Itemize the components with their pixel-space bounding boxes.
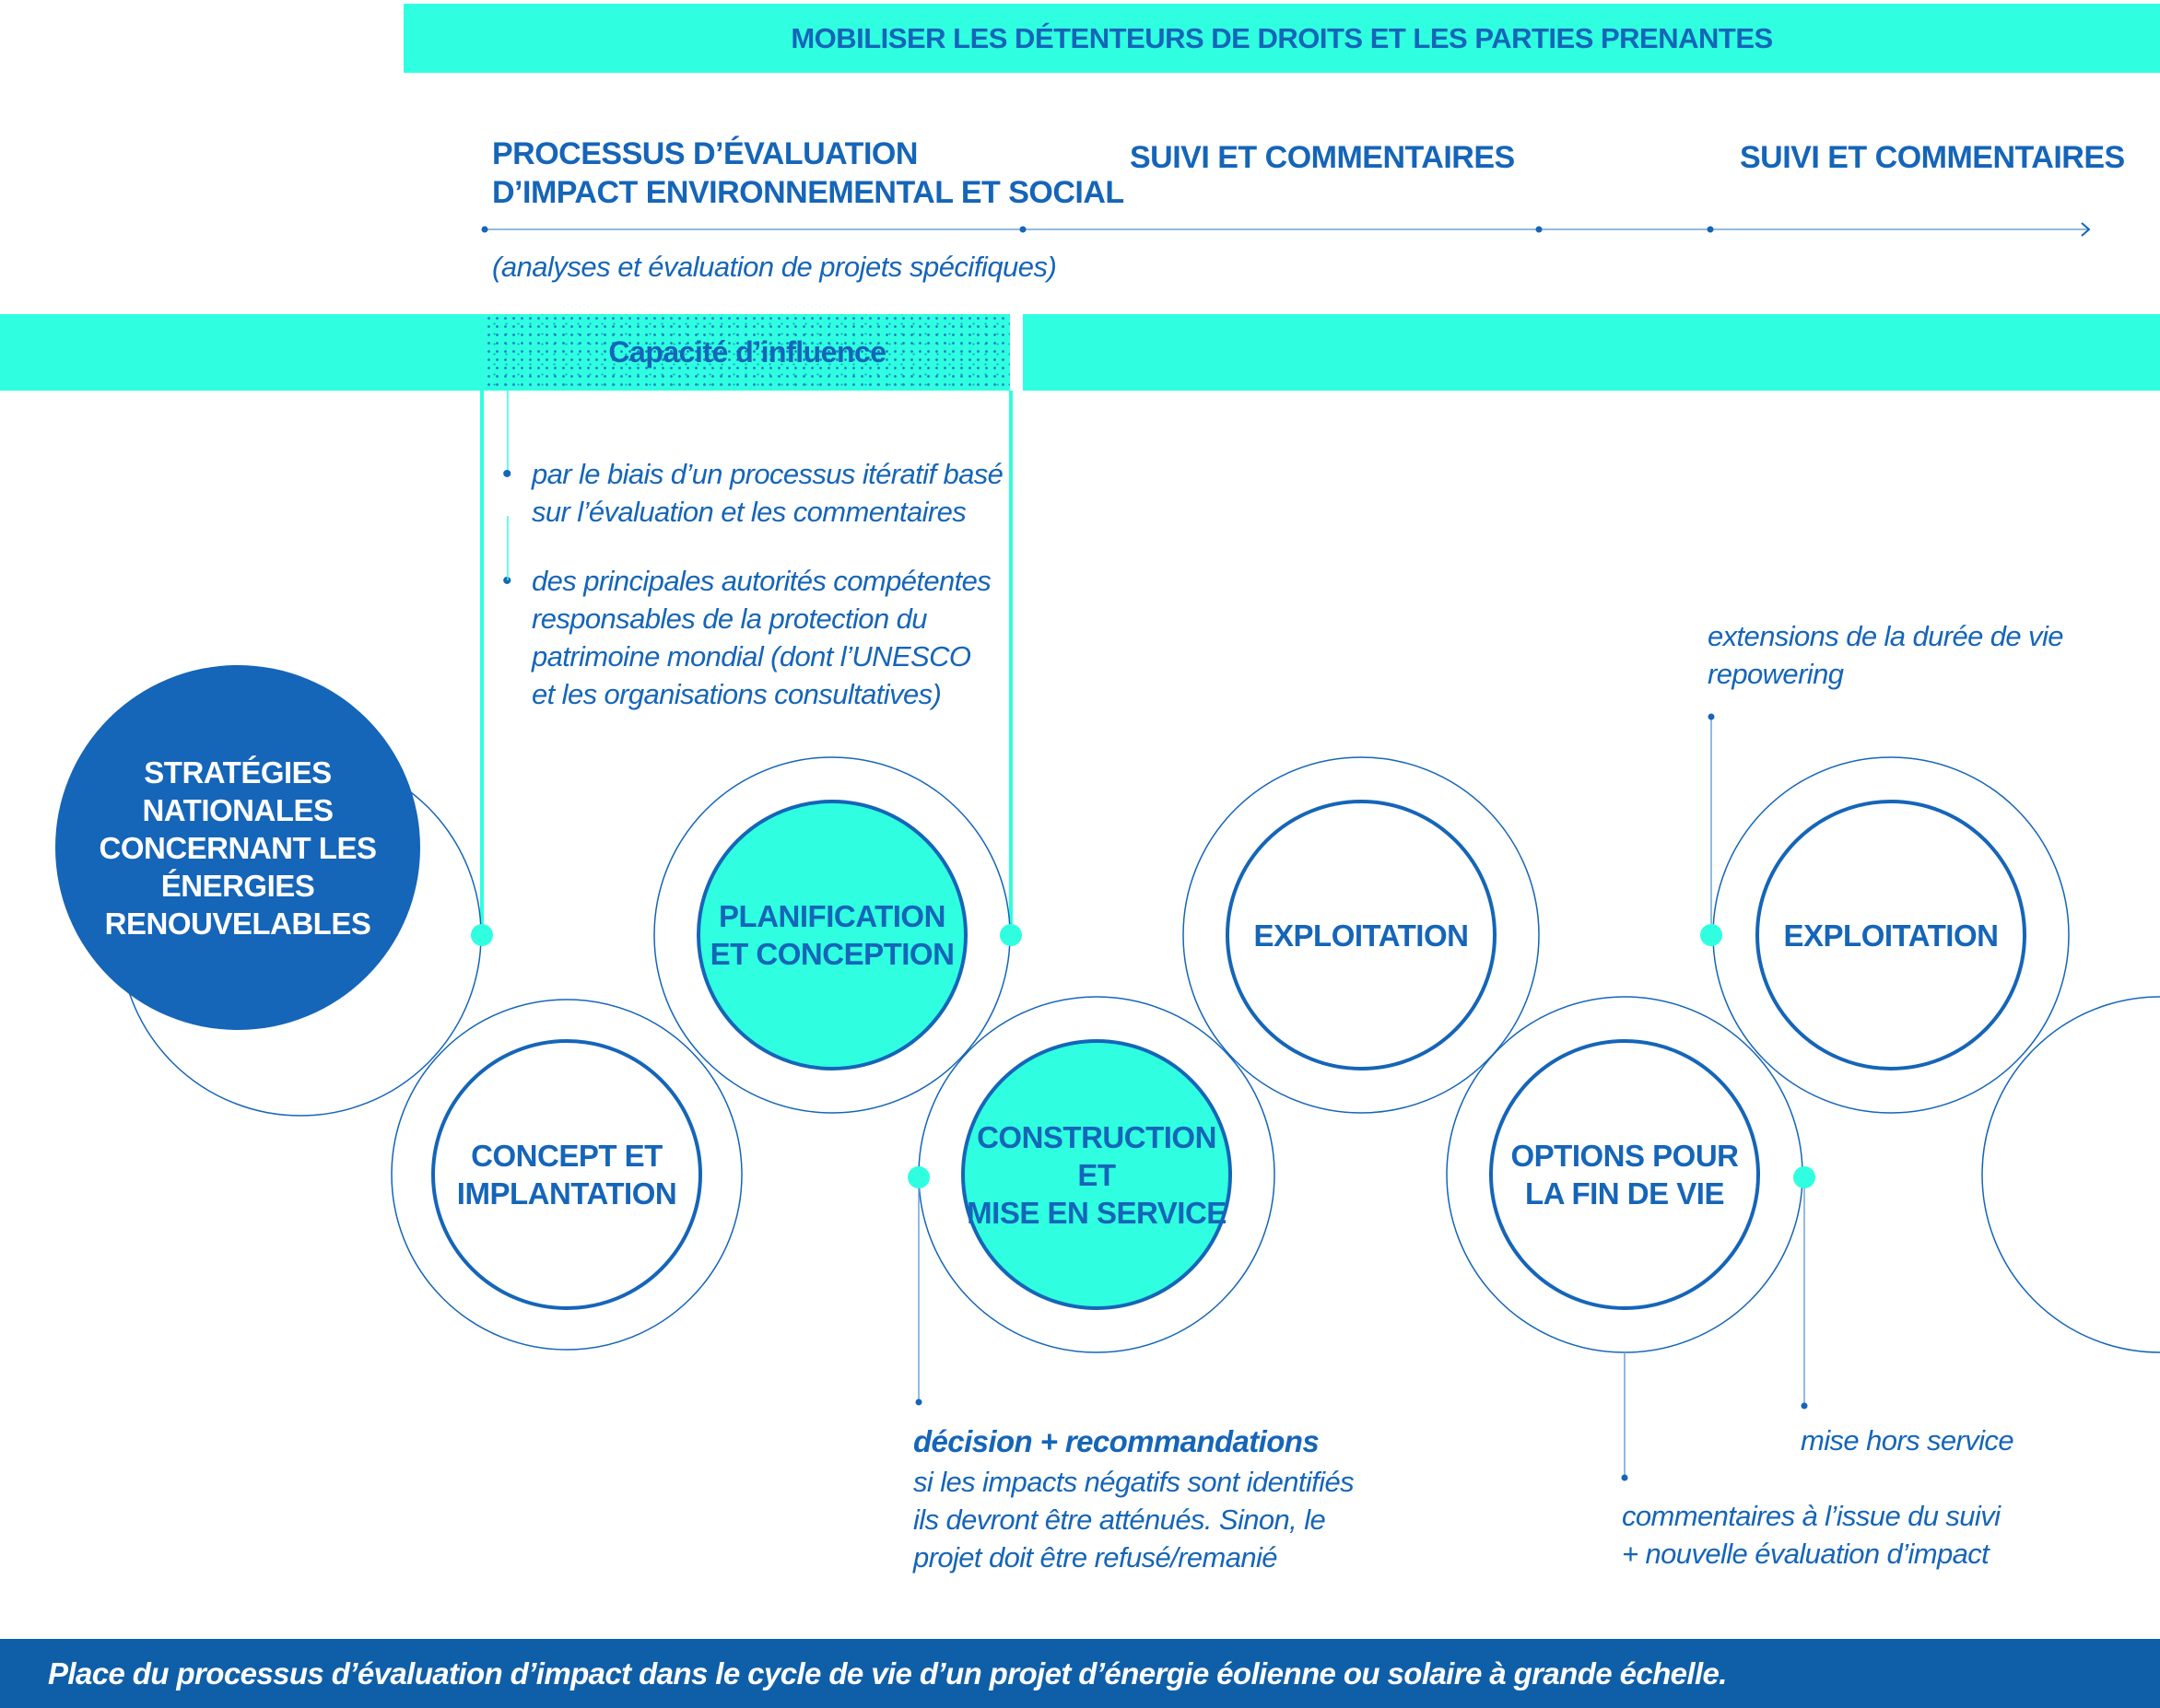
influence-note-text: des principales autorités compétentes re… [532,565,992,710]
connector-dot [1793,1166,1815,1188]
strategies-circle [55,665,420,1030]
process-subtitle: (analyses et évaluation de projets spéci… [492,251,1057,283]
bullet-icon: • [502,459,512,489]
caption-text: Place du processus d’évaluation d’impact… [48,1655,1727,1690]
decision-title: décision + recommandations [913,1424,1320,1458]
caption-bar: Place du processus d’évaluation d’impact… [0,1639,2160,1708]
operation-2-circle [1755,800,2026,1070]
concept-label: CONCEPT ET IMPLANTATION [456,1139,677,1211]
operation-2-label-box: EXPLOITATION [1757,801,2025,1069]
construction-label-box: CONSTRUCTION ET MISE EN SERVICE [963,1041,1230,1308]
decision-body: si les impacts négatifs sont identifiés … [913,1466,1355,1573]
operation-1-label-box: EXPLOITATION [1227,801,1495,1069]
concept-outer-ring [391,999,743,1351]
operation-2-label: EXPLOITATION [1783,918,1999,953]
concept-label-box: CONCEPT ET IMPLANTATION [433,1041,700,1308]
strategies-label-box: STRATÉGIES NATIONALES CONCERNANT LES ÉNE… [55,665,420,1030]
timeline-dot [1019,226,1027,233]
connector-dot [908,1166,930,1188]
decommissioning-note: mise hors service [1801,1424,2014,1456]
timeline-dot [1707,226,1714,233]
follow-up-label-1: SUIVI ET COMMENTAIRES [1130,140,1515,175]
end-of-life-circle [1489,1039,1760,1310]
influence-stippled-box [485,314,1010,391]
influence-note-1: • par le biais d’un processus itératif b… [502,455,1018,531]
process-title: PROCESSUS D’ÉVALUATION D’IMPACT ENVIRONN… [492,136,1124,210]
feedback-note: commentaires à l’issue du suivi + nouvel… [1622,1500,2001,1570]
planning-label-box: PLANIFICATION ET CONCEPTION [698,801,966,1069]
operation-1-circle [1226,800,1497,1070]
next-cycle-outer-ring [1981,996,2160,1353]
top-banner-text: MOBILISER LES DÉTENTEURS DE DROITS ET LE… [791,21,1773,54]
construction-label: CONSTRUCTION ET MISE EN SERVICE [967,1119,1227,1230]
planning-label: PLANIFICATION ET CONCEPTION [710,899,955,971]
connector-dot [1700,924,1722,946]
follow-up-label-2: SUIVI ET COMMENTAIRES [1740,140,2125,175]
leader-dot [1708,713,1715,720]
influence-note-text: par le biais d’un processus itératif bas… [532,458,1004,528]
top-banner: MOBILISER LES DÉTENTEURS DE DROITS ET LE… [404,4,2160,73]
end-of-life-label: OPTIONS POUR LA FIN DE VIE [1510,1139,1739,1211]
connector-dot [1000,924,1022,946]
planning-circle [697,800,968,1070]
timeline-dot [1535,226,1543,233]
influence-band-right [1023,314,2160,391]
connector-dot [471,924,493,946]
influence-note-2: • des principales autorités compétentes … [502,562,1000,713]
bullet-icon: • [502,566,512,596]
construction-circle [961,1039,1232,1310]
concept-circle [431,1039,702,1310]
operation-1-label: EXPLOITATION [1253,918,1469,953]
extensions-note: extensions de la durée de vie repowering [1708,620,2063,690]
timeline-dot [481,226,488,233]
end-of-life-label-box: OPTIONS POUR LA FIN DE VIE [1491,1041,1758,1308]
influence-band-left [0,314,485,391]
operation-1-outer-ring [1182,756,1540,1114]
leader-dot [1801,1402,1808,1410]
leader-dot [915,1398,922,1406]
influence-label: Capacité d’influence [608,335,886,369]
strategies-label: STRATÉGIES NATIONALES CONCERNANT LES ÉNE… [99,755,377,941]
leader-dot [1621,1474,1628,1481]
timeline-arrow-icon [2081,222,2091,237]
